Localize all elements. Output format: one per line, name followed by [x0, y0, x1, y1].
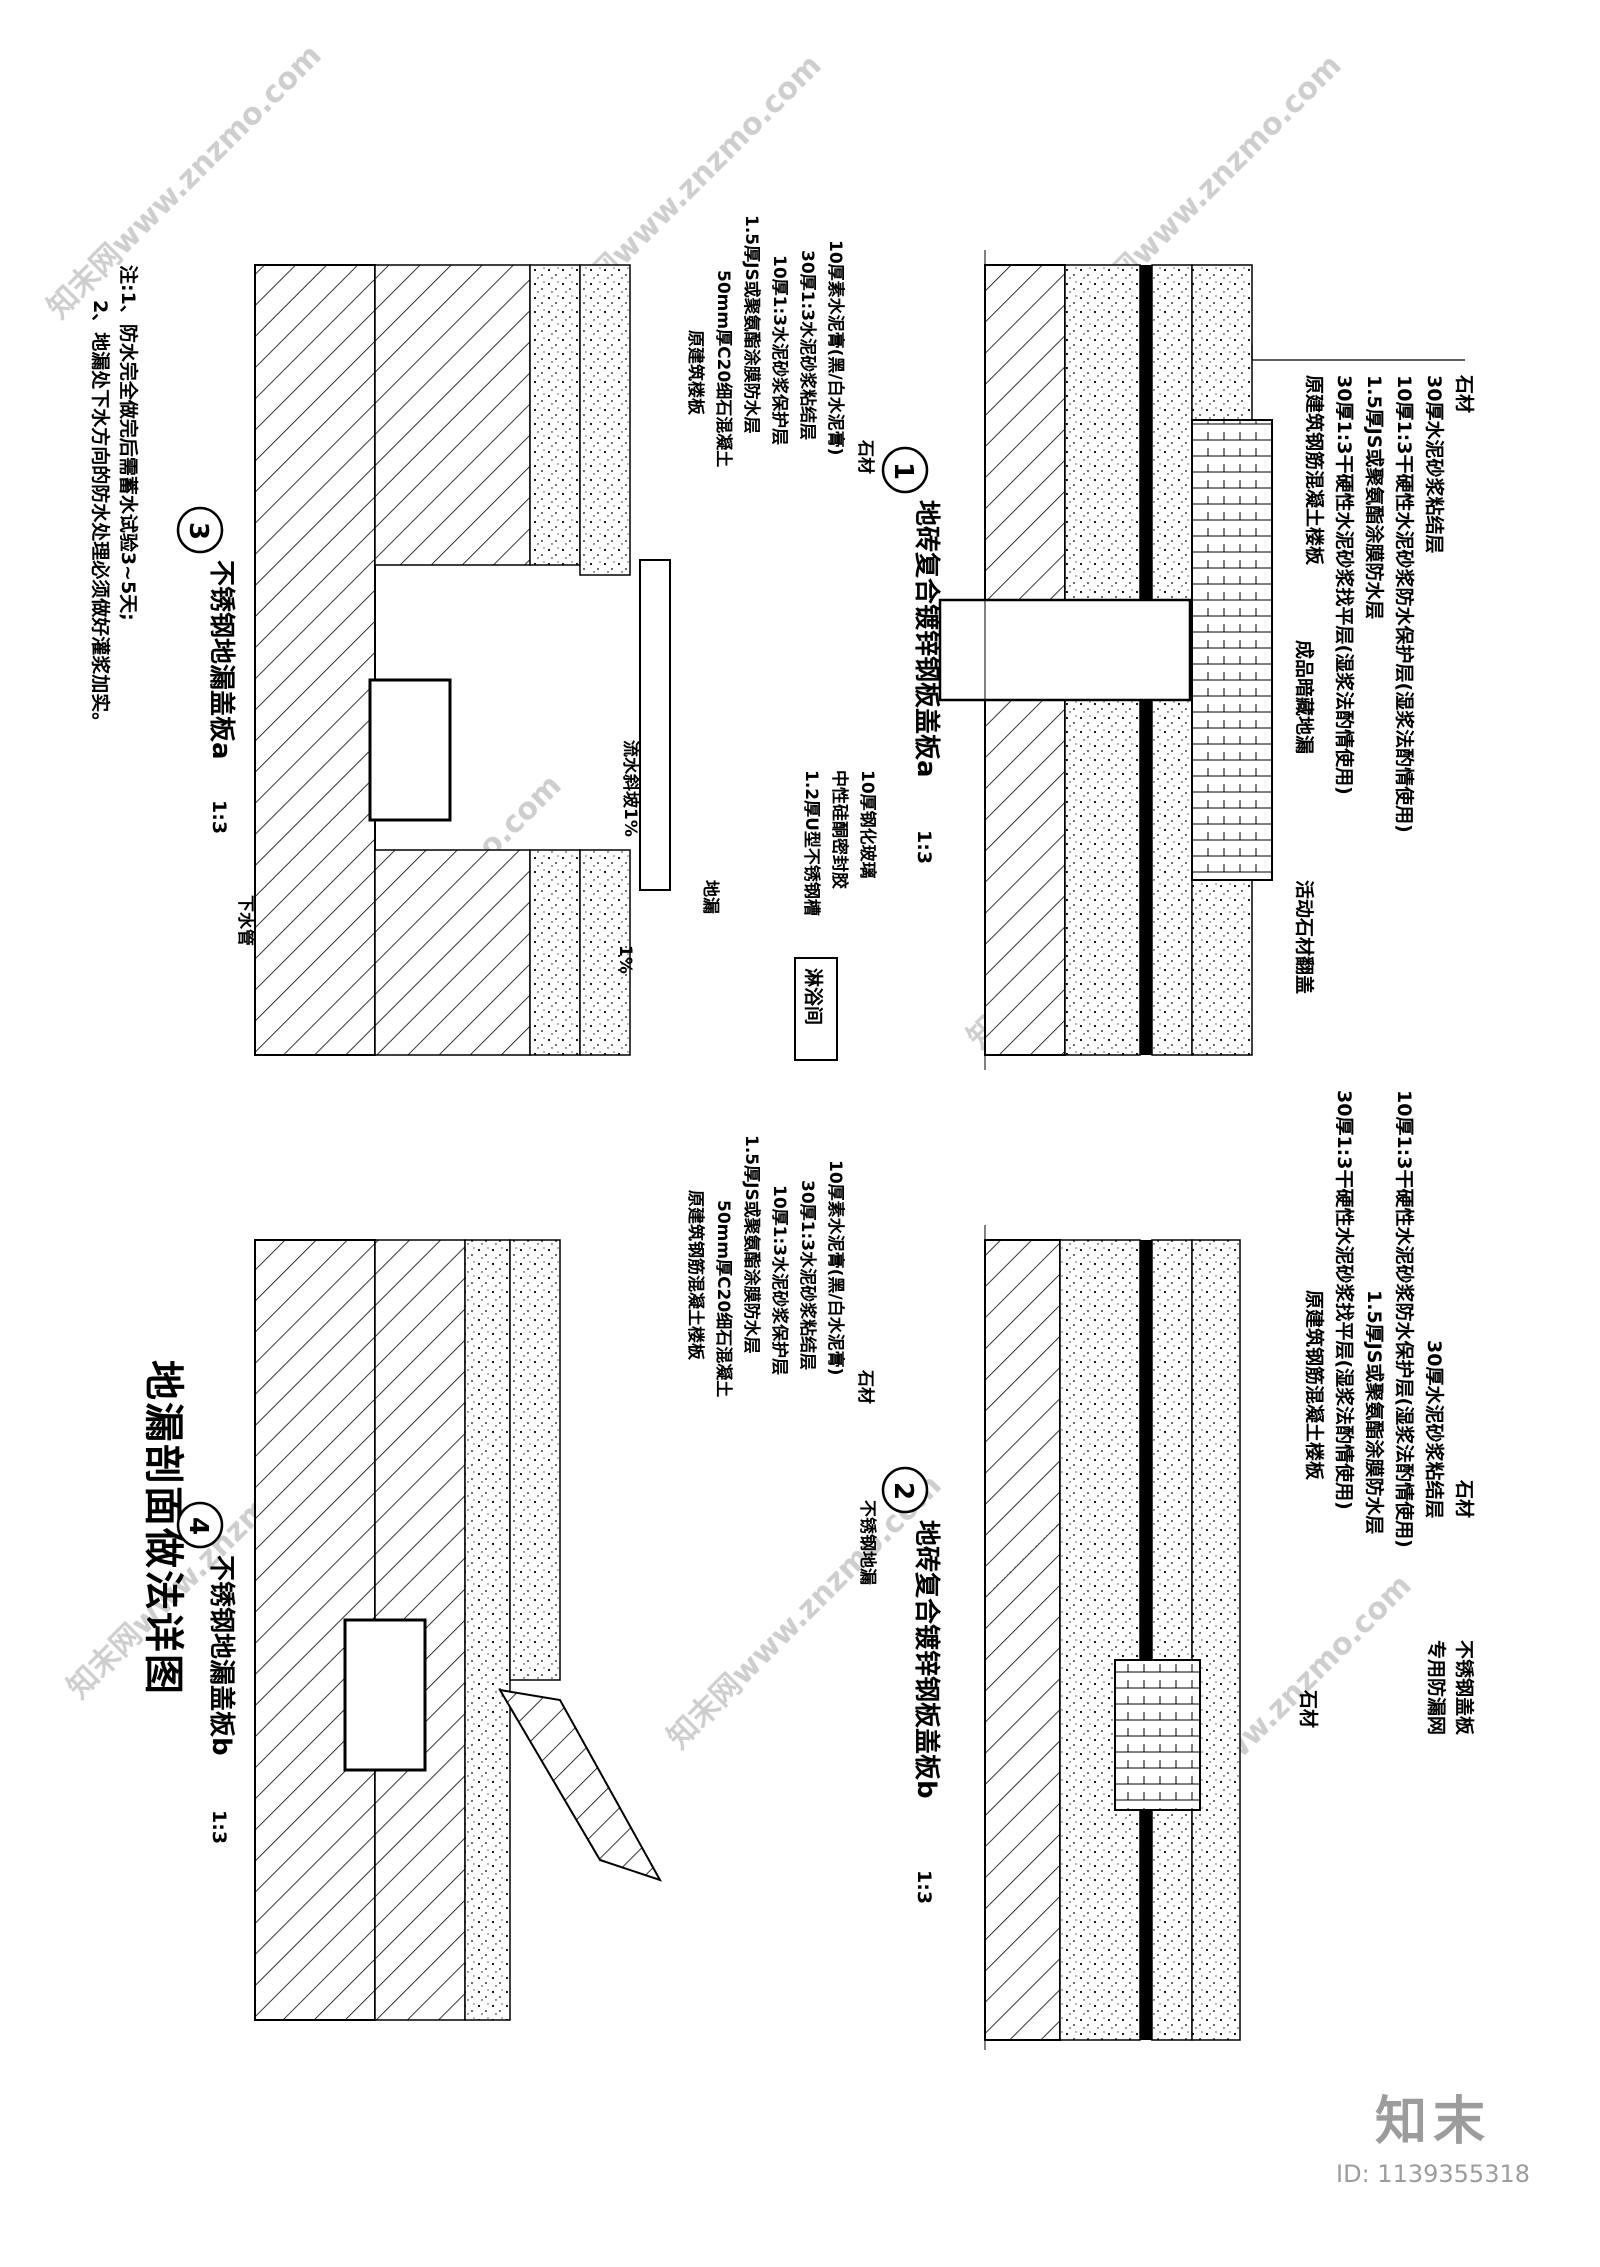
- layer-label: 1.5厚JS或聚氨酯涂膜防水层: [1363, 375, 1386, 619]
- callout-label: 1.2厚U型不锈钢槽: [801, 770, 822, 916]
- layer-callouts: 石材 30厚水泥砂浆粘结层 10厚1:3干硬性水泥砂浆防水保护层(湿浆法酌情使用…: [1251, 345, 1476, 994]
- detail-number-circle: [176, 1501, 224, 1549]
- layer-label: 30厚1:3水泥砂浆粘结层: [797, 1180, 818, 1370]
- detail-1: 地砖复合镀锌钢板盖板a 1:3 1 石材 30厚水泥砂浆粘结层 10厚1:3干硬…: [881, 250, 1476, 1070]
- stone-flip-cover: [1191, 419, 1273, 881]
- room-tag: 淋浴间: [794, 957, 838, 1061]
- detail-title: 地砖复合镀锌钢板盖板a: [911, 500, 942, 778]
- detail-number: 3: [183, 522, 213, 540]
- drain-pipe: [368, 678, 452, 822]
- brand-logo: 知末: [1375, 2092, 1492, 2152]
- callout-label: 不锈钢地漏: [857, 1500, 878, 1585]
- layer-label: 1.5厚JS或聚氨酯涂膜防水层: [1363, 1290, 1386, 1534]
- detail-number-circle: [881, 1466, 929, 1514]
- detail-title: 地砖复合镀锌钢板盖板b: [911, 1520, 942, 1799]
- layer-label: 30厚水泥砂浆粘结层: [1423, 375, 1446, 553]
- concrete-layer: [374, 849, 531, 1056]
- notes: 注:1、防水完全做完后需蓄水试验3~5天; 2、地漏处下水方向的防水处理必须做好…: [89, 265, 140, 731]
- layer-label: 50mm厚C20细石混凝土: [713, 270, 734, 467]
- detail-scale: 1:3: [208, 800, 230, 834]
- layer-label: 石材: [855, 439, 876, 474]
- layer-label: 10厚1:3水泥砂浆保护层: [769, 255, 790, 445]
- stone-layer: [509, 1239, 561, 1681]
- glass-panel: [639, 559, 671, 891]
- layer-label: 石材: [1453, 374, 1476, 413]
- layer-label: 30厚1:3干硬性水泥砂浆找平层(湿浆法酌情使用): [1333, 1090, 1356, 1510]
- detail-4: 地漏剖面做法详图 不锈钢地漏盖板b 1:3 4 石材 10厚素水泥膏(黑/白水泥…: [140, 1135, 878, 2021]
- callout-label: 10厚钢化玻璃: [857, 770, 878, 879]
- stone-layer: [579, 264, 631, 576]
- note-line: 2、地漏处下水方向的防水处理必须做好灌浆加实。: [89, 300, 112, 731]
- layer-label: 10厚1:3干硬性水泥砂浆防水保护层(湿浆法酌情使用): [1393, 375, 1416, 833]
- screed-layer: [1059, 1239, 1141, 2041]
- waterproof-layer: [1140, 1240, 1152, 2040]
- layer-callouts: 石材 30厚水泥砂浆粘结层 10厚1:3干硬性水泥砂浆防水保护层(湿浆法酌情使用…: [1297, 1090, 1476, 1736]
- protection-layer: [1151, 1239, 1193, 2041]
- concrete-layer: [374, 264, 531, 566]
- stainless-cover: [1114, 1659, 1201, 1811]
- callout-label: 下水管: [235, 895, 256, 946]
- stone-layer: [1191, 1239, 1241, 2041]
- room-label: 淋浴间: [802, 968, 825, 1025]
- layer-label: 原建筑钢筋混凝土楼板: [1303, 1290, 1326, 1481]
- drain-pipe: [938, 598, 1192, 702]
- detail-number: 2: [888, 1482, 918, 1500]
- brand-id: ID: 1139355318: [1336, 2160, 1530, 2188]
- callout-label: 流水斜坡1%: [620, 740, 641, 837]
- layer-callouts: 石材 10厚素水泥膏(黑/白水泥膏) 30厚1:3水泥砂浆粘结层 10厚1:3水…: [685, 1135, 878, 1585]
- protection-layer: [529, 849, 581, 1056]
- detail-number-circle: [881, 446, 929, 494]
- note-line: 注:1、防水完全做完后需蓄水试验3~5天;: [117, 265, 140, 621]
- layer-label: 10厚素水泥膏(黑/白水泥膏): [825, 240, 846, 455]
- layer-label: 30厚1:3水泥砂浆粘结层: [797, 250, 818, 440]
- layer-label: 石材: [855, 1369, 876, 1404]
- detail-title: 不锈钢地漏盖板b: [206, 1555, 237, 1756]
- callout-label: 专用防漏网: [1425, 1640, 1448, 1735]
- layer-label: 1.5厚JS或聚氨酯涂膜防水层: [741, 1135, 762, 1354]
- callout-label: 活动石材翻盖: [1293, 880, 1316, 994]
- layer-label: 原建筑钢筋混凝土楼板: [1303, 375, 1326, 566]
- drain-pipe: [343, 1618, 427, 1772]
- callout-label: 地漏: [700, 880, 721, 914]
- detail-number-circle: [176, 506, 224, 554]
- brand-mark: 知末 ID: 1139355318: [1336, 2079, 1530, 2188]
- stone-layer: [579, 849, 631, 1056]
- detail-2: 地砖复合镀锌钢板盖板b 1:3 2 石材 30厚水泥砂浆粘结层 10厚1:3干硬…: [881, 1090, 1476, 2050]
- detail-number: 1: [888, 462, 918, 480]
- detail-number: 4: [183, 1517, 213, 1535]
- layer-label: 30厚水泥砂浆粘结层: [1423, 1340, 1446, 1518]
- layer-label: 10厚素水泥膏(黑/白水泥膏): [825, 1160, 846, 1375]
- slab-hatch: [254, 264, 376, 1056]
- layer-label: 原建筑楼板: [685, 330, 706, 416]
- stainless-drain: [498, 1688, 663, 1882]
- layer-label: 原建筑钢筋混凝土楼板: [685, 1190, 706, 1361]
- layer-label: 1.5厚JS或聚氨酯涂膜防水层: [741, 215, 762, 434]
- callout-label: 1%: [615, 945, 635, 974]
- detail-scale: 1:3: [913, 830, 935, 864]
- layer-label: 50mm厚C20细石混凝土: [713, 1200, 734, 1397]
- callout-label: 中性硅酮密封胶: [829, 770, 850, 889]
- detail-3: 不锈钢地漏盖板a 1:3 3 石材 10厚素水泥膏(黑/白水泥膏) 30厚1:3…: [176, 215, 878, 1061]
- detail-scale: 1:3: [208, 1810, 230, 1844]
- callout-label: 成品暗藏地漏: [1293, 640, 1316, 754]
- layer-label: 石材: [1453, 1479, 1476, 1518]
- layer-label: 30厚1:3干硬性水泥砂浆找平层(湿浆法酌情使用): [1333, 375, 1356, 795]
- callout-label: 石材: [1297, 1689, 1320, 1728]
- layer-label: 10厚1:3干硬性水泥砂浆防水保护层(湿浆法酌情使用): [1393, 1090, 1416, 1548]
- callout-label: 不锈钢盖板: [1453, 1640, 1476, 1736]
- detail-scale: 1:3: [913, 1870, 935, 1904]
- layer-callouts: 石材 10厚素水泥膏(黑/白水泥膏) 30厚1:3水泥砂浆粘结层 10厚1:3水…: [235, 215, 878, 1061]
- protection-layer: [464, 1239, 511, 2021]
- protection-layer: [529, 264, 581, 566]
- detail-title: 不锈钢地漏盖板a: [206, 560, 237, 760]
- layer-label: 10厚1:3水泥砂浆保护层: [769, 1185, 790, 1375]
- slab-hatch: [984, 1239, 1061, 2041]
